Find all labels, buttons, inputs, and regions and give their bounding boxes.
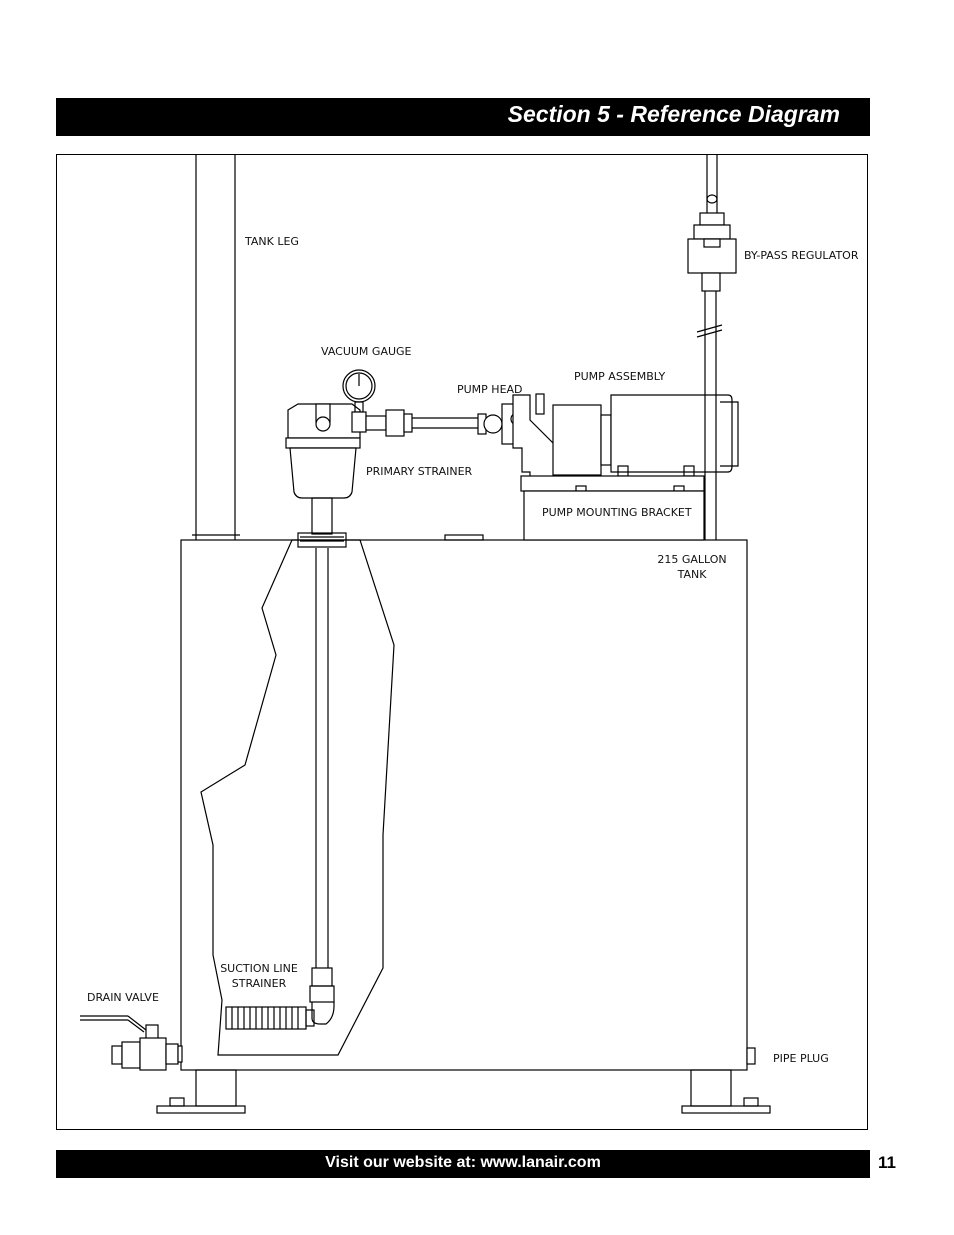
diagram-frame	[56, 154, 868, 1130]
label-pump-mounting-bracket: PUMP MOUNTING BRACKET	[542, 506, 692, 519]
label-suction-line2: STRAINER	[232, 977, 287, 990]
suction-to-pump-pipe	[365, 409, 478, 437]
label-tank-line1: 215 GALLON	[657, 553, 726, 566]
bypass-regulator	[687, 212, 737, 292]
label-pipe-plug: PIPE PLUG	[773, 1052, 829, 1065]
label-suction-line1: SUCTION LINE	[220, 962, 298, 975]
label-vacuum-gauge: VACUUM GAUGE	[321, 345, 412, 358]
tank-cutaway	[200, 539, 395, 1056]
label-tank-line2: TANK	[677, 568, 708, 581]
label-bypass-regulator: BY-PASS REGULATOR	[744, 249, 859, 262]
vacuum-gauge	[342, 369, 376, 433]
drain-valve	[80, 1015, 183, 1071]
label-pump-assembly: PUMP ASSEMBLY	[574, 370, 665, 383]
section-title: Section 5 - Reference Diagram	[507, 101, 840, 127]
tank-bottom-legs	[156, 1069, 771, 1114]
footer-bar: Visit our website at: www.lanair.com	[56, 1150, 870, 1178]
label-tank-leg: TANK LEG	[244, 235, 299, 248]
suction-pipe	[297, 532, 347, 1025]
section-header-bar: Section 5 - Reference Diagram	[56, 98, 870, 136]
pump-assembly	[552, 394, 739, 477]
pump-mounting-bracket	[520, 475, 705, 541]
page-number: 11	[878, 1153, 896, 1172]
pipe-plug	[746, 1047, 756, 1065]
footer-website-text: Visit our website at: www.lanair.com	[325, 1154, 601, 1171]
tank-leg	[192, 155, 240, 540]
suction-line-strainer	[225, 1006, 315, 1030]
label-pump-head: PUMP HEAD	[457, 383, 523, 396]
pump-head	[477, 393, 566, 481]
tank-body	[180, 539, 748, 1071]
bypass-pipe	[696, 155, 723, 540]
label-drain-valve: DRAIN VALVE	[87, 991, 159, 1004]
label-primary-strainer: PRIMARY STRAINER	[366, 465, 473, 478]
primary-strainer	[285, 403, 361, 535]
